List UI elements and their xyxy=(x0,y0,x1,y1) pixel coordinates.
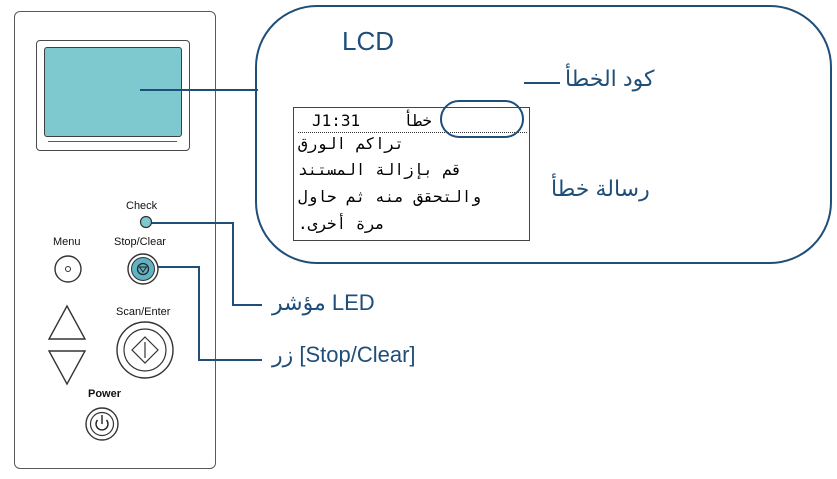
error-code-label: كود الخطأ xyxy=(565,66,655,91)
lcd-zoomed-display: J1:31 خطأ تراكم الورق قم بإزالة المستند … xyxy=(293,107,530,241)
lcd-line-1: J1:31 خطأ xyxy=(298,110,527,133)
lcd-line-5: مرة أخرى. xyxy=(298,214,385,233)
check-led-icon xyxy=(139,215,153,229)
menu-button-icon xyxy=(54,255,82,283)
stop-clear-label: Stop/Clear xyxy=(114,236,166,248)
lcd-lower-divider xyxy=(48,141,177,142)
led-leader-line xyxy=(150,222,262,306)
error-code-highlight xyxy=(440,100,524,138)
stop-clear-button-callout-label: زر [Stop/Clear] xyxy=(272,342,416,367)
lcd-error-code: J1:31 xyxy=(312,111,361,130)
lcd-line-4: والتحقق منه ثم حاول xyxy=(298,187,482,206)
up-arrow-icon xyxy=(47,304,87,340)
scan-enter-label: Scan/Enter xyxy=(116,306,171,318)
lcd-line-2: تراكم الورق xyxy=(298,134,404,153)
lcd-screen xyxy=(44,47,182,137)
lcd-error-word: خطأ xyxy=(403,111,432,130)
error-message-label: رسالة خطأ xyxy=(551,176,650,201)
power-button-icon xyxy=(85,407,119,441)
down-arrow-icon xyxy=(47,350,87,386)
lcd-bezel xyxy=(36,40,190,151)
lcd-title: LCD xyxy=(342,26,395,56)
power-label: Power xyxy=(88,388,122,400)
menu-label: Menu xyxy=(53,236,81,248)
stop-clear-button-icon xyxy=(127,253,159,285)
lcd-line-3: قم بإزالة المستند xyxy=(298,160,462,179)
scan-enter-button-icon xyxy=(116,321,174,379)
check-label: Check xyxy=(126,200,158,212)
stop-clear-leader-line xyxy=(143,266,262,361)
led-indicator-label: مؤشر LED xyxy=(272,290,375,315)
